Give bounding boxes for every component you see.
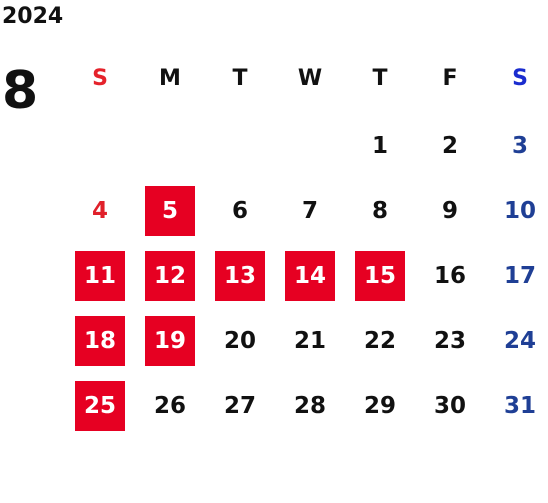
highlighted-day-cell: 25: [75, 381, 125, 431]
week-row: 11 12 13 14 15 16 17: [65, 243, 548, 308]
day-cell: 22: [363, 328, 396, 354]
calendar-grid: S M T W T F S 1 2 3 4 5 6 7 8 9 10 11 12…: [65, 48, 548, 438]
weekday-monday: M: [159, 66, 181, 91]
highlighted-day-cell: 5: [145, 186, 195, 236]
highlighted-day-cell: 15: [355, 251, 405, 301]
day-cell: 16: [433, 263, 466, 289]
day-cell: 26: [153, 393, 186, 419]
calendar-year: 2024: [2, 4, 64, 29]
day-cell: 8: [371, 198, 388, 224]
day-cell: 10: [503, 198, 536, 224]
weekday-thursday: T: [372, 66, 388, 91]
week-row: 1 2 3: [65, 113, 548, 178]
weekday-sunday: S: [92, 66, 108, 91]
highlighted-day-cell: 19: [145, 316, 195, 366]
day-cell: 9: [441, 198, 458, 224]
day-cell: 28: [293, 393, 326, 419]
day-cell: 2: [441, 133, 458, 159]
day-cell: [75, 121, 125, 171]
day-cell: 1: [371, 133, 388, 159]
day-cell: 23: [433, 328, 466, 354]
highlighted-day-cell: 12: [145, 251, 195, 301]
day-cell: 4: [91, 198, 108, 224]
day-cell: 24: [503, 328, 536, 354]
day-cell: [145, 121, 195, 171]
highlighted-day-cell: 13: [215, 251, 265, 301]
weekday-friday: F: [442, 66, 458, 91]
weekday-saturday: S: [512, 66, 528, 91]
weekday-wednesday: W: [297, 66, 323, 91]
highlighted-day-cell: 18: [75, 316, 125, 366]
day-cell: [215, 121, 265, 171]
day-cell: 29: [363, 393, 396, 419]
day-cell: 6: [231, 198, 248, 224]
week-row: 18 19 20 21 22 23 24: [65, 308, 548, 373]
highlighted-day-cell: 11: [75, 251, 125, 301]
day-cell: 7: [301, 198, 318, 224]
calendar-month: 8: [2, 61, 39, 121]
weekday-tuesday: T: [232, 66, 248, 91]
day-cell: 31: [503, 393, 536, 419]
day-cell: 30: [433, 393, 466, 419]
day-cell: 17: [503, 263, 536, 289]
day-cell: 27: [223, 393, 256, 419]
day-cell: 20: [223, 328, 256, 354]
day-cell: 3: [511, 133, 528, 159]
weekday-header-row: S M T W T F S: [65, 48, 548, 113]
week-row: 4 5 6 7 8 9 10: [65, 178, 548, 243]
day-cell: 21: [293, 328, 326, 354]
day-cell: [285, 121, 335, 171]
week-row: 25 26 27 28 29 30 31: [65, 373, 548, 438]
highlighted-day-cell: 14: [285, 251, 335, 301]
